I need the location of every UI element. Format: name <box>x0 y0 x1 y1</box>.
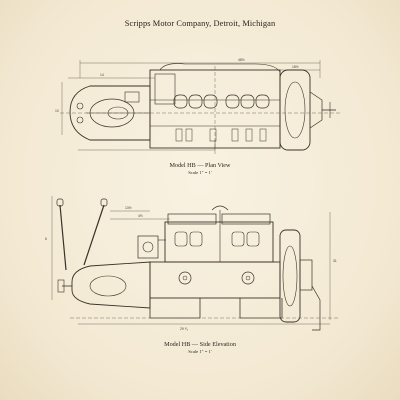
control-levers <box>56 198 108 271</box>
side-small-dimension: 4½ <box>138 214 143 218</box>
plan-overall-dimension: 48½ <box>238 58 245 62</box>
cylinder-ports <box>173 94 270 109</box>
side-elevation-title: Model HB — Side Elevation <box>164 341 236 348</box>
side-top-dimension: 13½ <box>125 206 132 210</box>
plan-right-dimension: 18½ <box>292 65 299 69</box>
plan-view-title: Model HB — Plan View <box>169 162 231 169</box>
side-left-dimension: 6 <box>45 237 47 241</box>
side-elevation-caption: Model HB — Side Elevation Scale 1″ = 1′ <box>0 341 400 355</box>
plan-view-caption: Model HB — Plan View Scale 1″ = 1′ <box>0 162 400 176</box>
side-height-dimension: 31 <box>333 259 337 263</box>
plan-height-dimension: 10 <box>55 109 59 113</box>
document-heading: Scripps Motor Company, Detroit, Michigan <box>124 19 276 28</box>
side-overall-dimension: 29 ⁵⁄₈ <box>180 327 189 331</box>
plan-left-dimension: 14 <box>100 73 104 77</box>
plan-view-scale: Scale 1″ = 1′ <box>188 170 212 176</box>
side-elevation-scale: Scale 1″ = 1′ <box>188 349 212 355</box>
